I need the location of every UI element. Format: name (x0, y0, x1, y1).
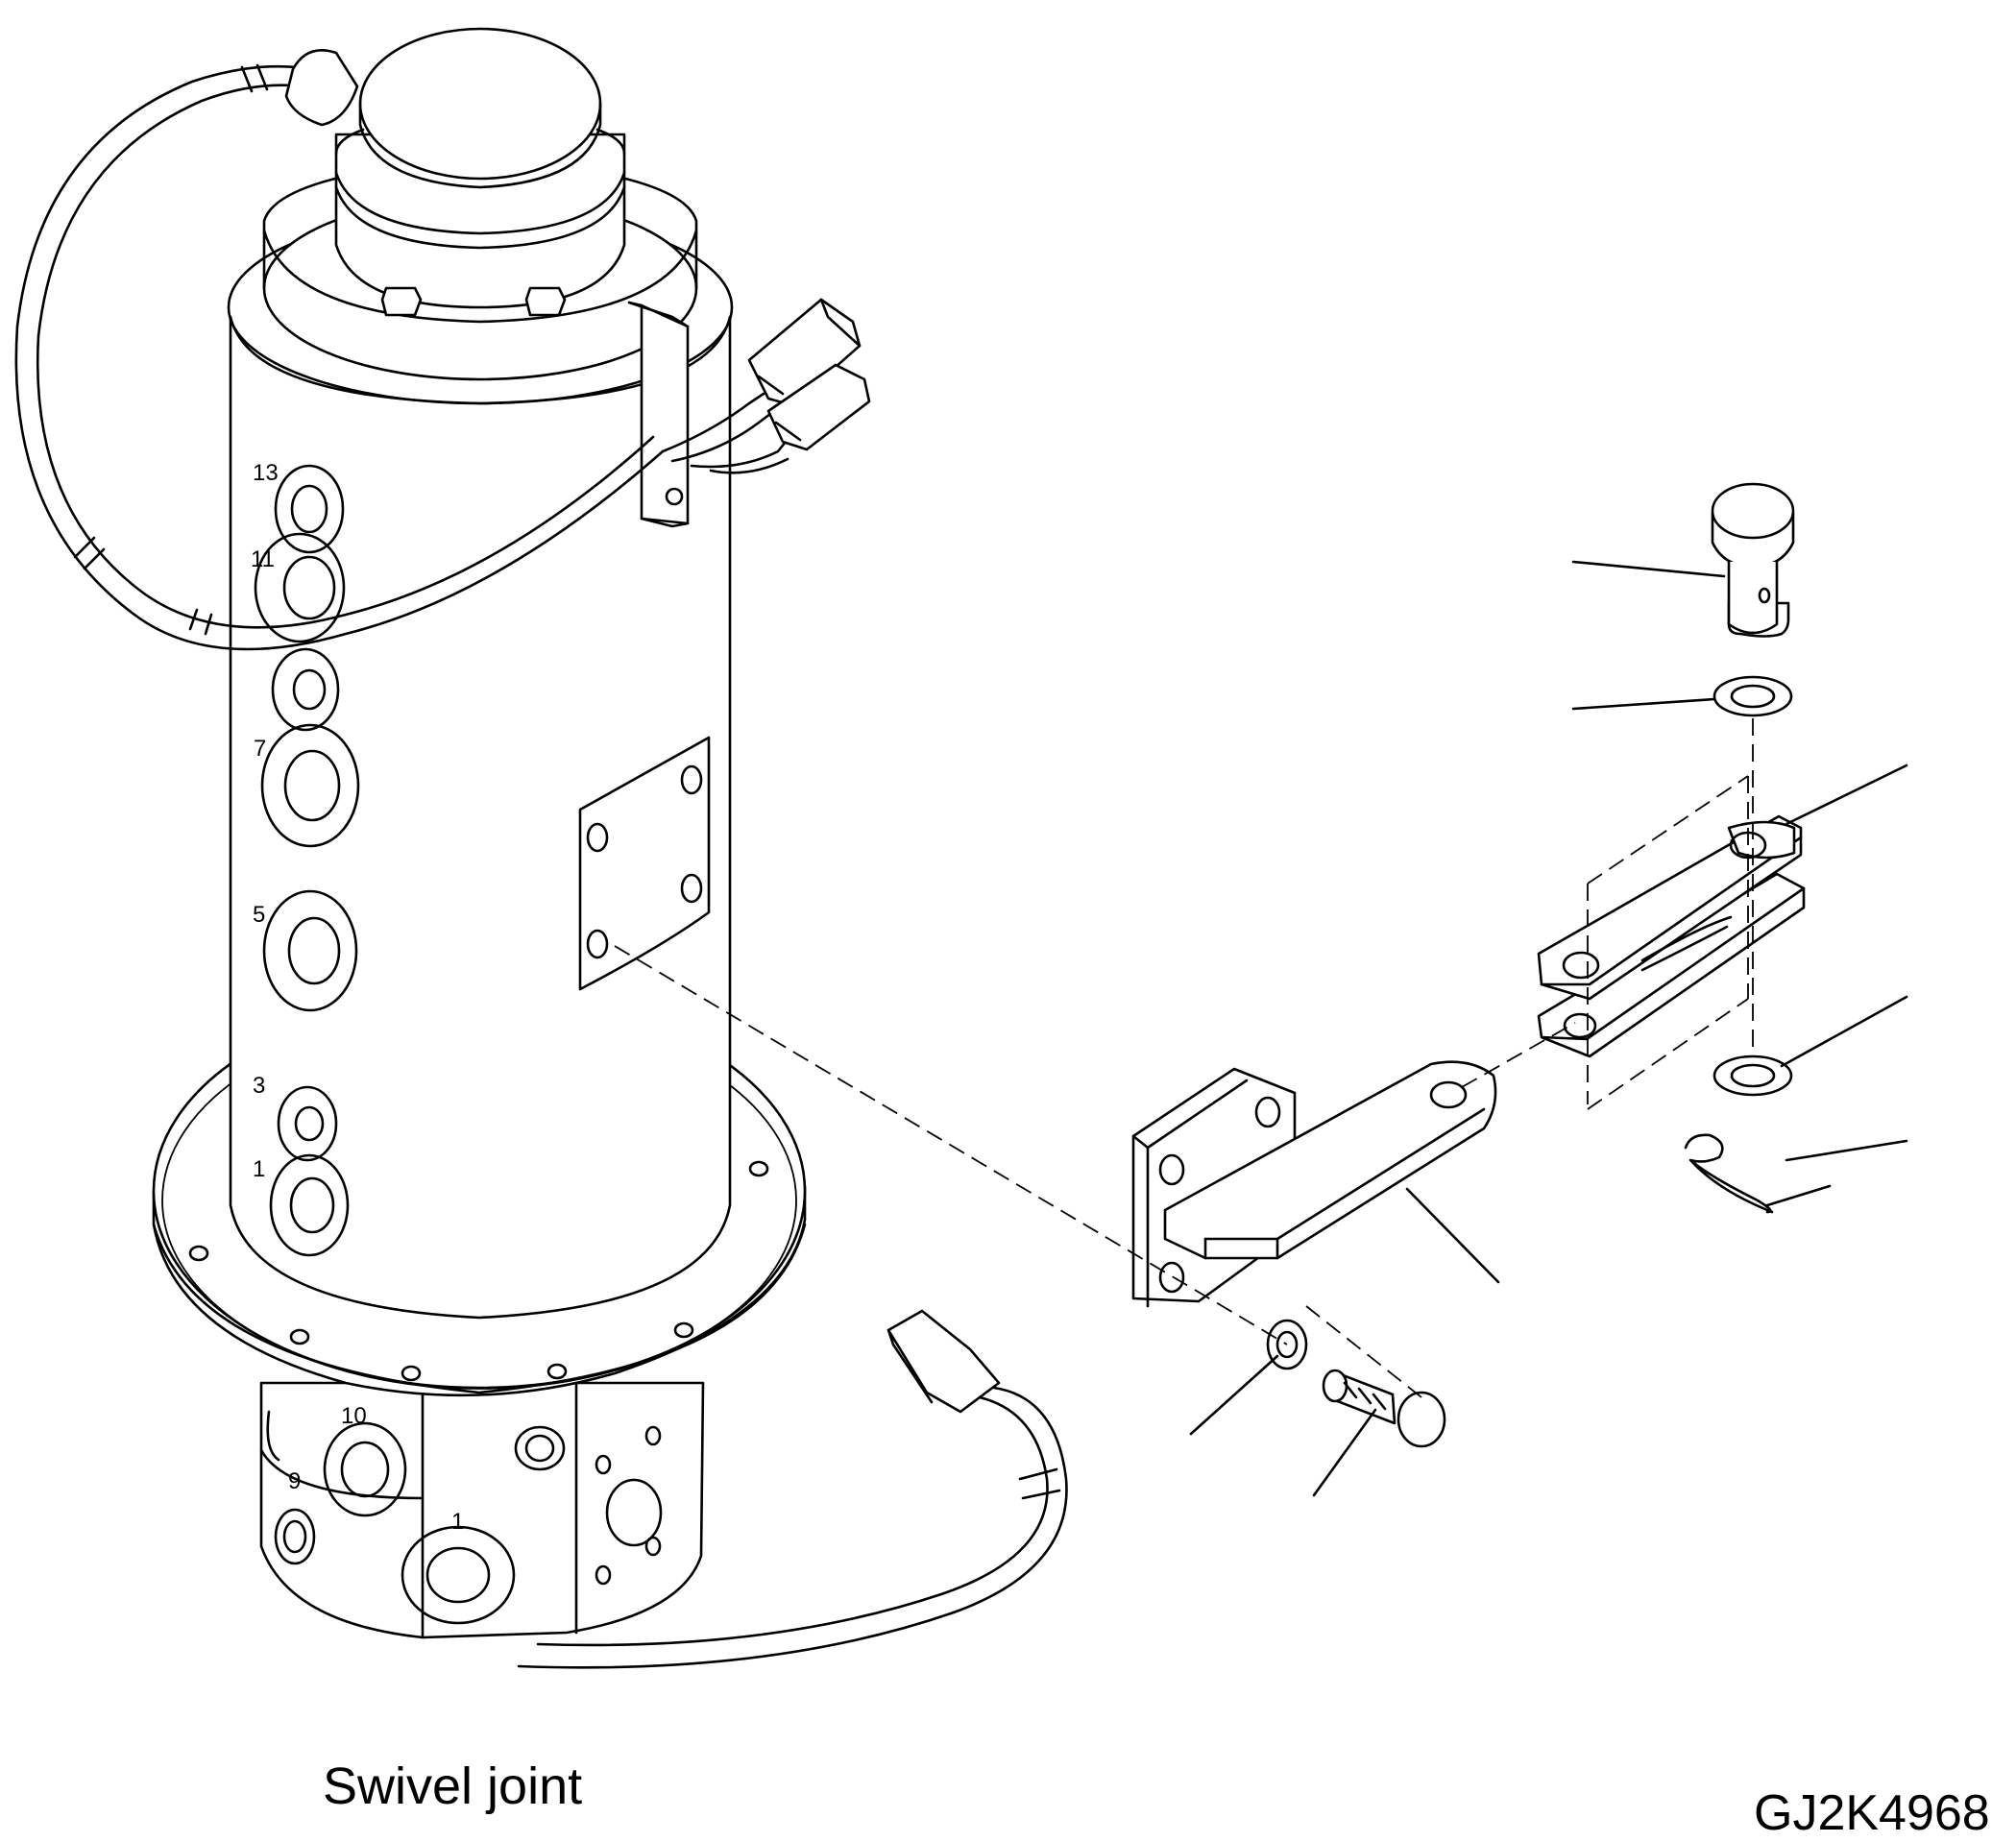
port-label-11: 11 (251, 546, 275, 572)
port-label-10: 10 (341, 1403, 367, 1429)
port-label-3: 3 (253, 1073, 265, 1099)
port-label-13: 13 (253, 460, 279, 486)
cylinder-ports: 13 11 7 5 3 1 10 9 1 (251, 460, 464, 1535)
port-label-1: 1 (253, 1156, 265, 1182)
pin-hardware (1266, 482, 1795, 1448)
drawing-code: GJ2K4968 (1754, 1785, 1990, 1841)
top-cap (334, 27, 626, 317)
port-label-5: 5 (253, 902, 265, 928)
lower-block (259, 1381, 705, 1639)
assembly-centerlines (614, 718, 1754, 1398)
port-label-1-lower: 1 (451, 1509, 464, 1535)
mounting-pad (578, 736, 711, 991)
diagram-title: Swivel joint (323, 1757, 583, 1815)
leader-lines (1189, 560, 1908, 1497)
port-label-7: 7 (254, 736, 266, 762)
bracket (1131, 1060, 1497, 1308)
port-label-9: 9 (288, 1468, 301, 1494)
clevis-link (1537, 814, 1806, 1058)
wire-harness (14, 49, 1068, 1669)
